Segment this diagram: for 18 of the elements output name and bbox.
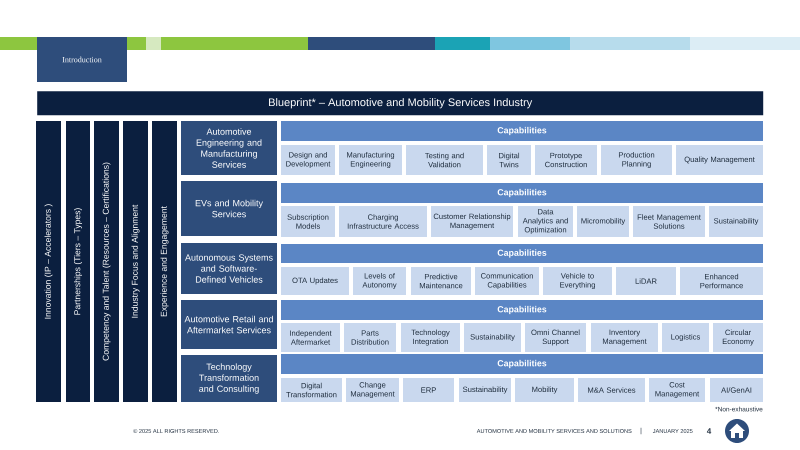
pillar-band: Innovation (IP – Accelerators ) [36,121,61,402]
segment-box: Automotive Engineering and Manufacturing Services [181,121,277,175]
segment-box: Automotive Retail and Aftermarket Services [181,300,277,349]
pillar-band: Partnerships (Tiers – Types) [66,121,90,402]
capabilities-bar: Capabilities [281,354,763,374]
pillar-band: Competency and Talent (Resources – Certifications) [94,121,119,402]
segment-box: Autonomous Systems and Software-Defined Vehicles [181,243,277,294]
pillar-band: Industry Focus and Alignment [123,121,148,402]
title-bar: Blueprint* – Automotive and Mobility Services Industry [37,91,764,116]
pillar-band: Experience and Engagement [152,121,177,402]
page-number: 4 [706,428,712,434]
capabilities-bar: Capabilities [281,121,763,141]
segment-box: EVs and Mobility Services [181,181,277,236]
capabilities-bar: Capabilities [281,244,763,263]
section-tab: Introduction [37,37,127,82]
segment-box: Technology Transformation and Consulting [181,355,277,402]
capabilities-bar: Capabilities [281,300,763,320]
capabilities-bar: Capabilities [281,183,763,203]
